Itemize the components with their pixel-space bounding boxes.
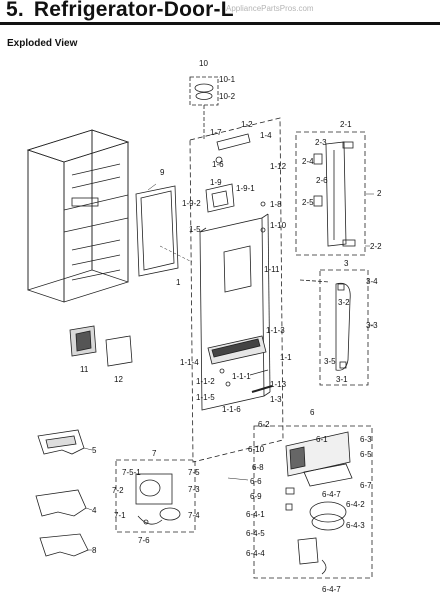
part-label: 7-3 [188, 485, 200, 494]
part-label: 1-1 [280, 353, 292, 362]
part-label: 1-6 [212, 160, 224, 169]
part-label: 6-9 [250, 492, 262, 501]
part-label: 2-4 [302, 157, 314, 166]
part-label: 1-2 [241, 120, 253, 129]
part-label: 1-12 [270, 162, 287, 171]
part-label: 7-5 [188, 468, 200, 477]
part-label: 6-1 [316, 435, 328, 444]
part-label: 10-2 [219, 92, 236, 101]
part-label: 6-6 [250, 477, 262, 486]
part-label: 9 [160, 168, 165, 177]
bottom-cover-drawing [207, 335, 273, 393]
door-top-parts-drawing [205, 133, 266, 233]
part-label: 1 [176, 278, 181, 287]
subtitle: Exploded View [7, 38, 78, 49]
handle-panel-outline [295, 131, 366, 256]
part-label: 1-4 [260, 131, 272, 140]
watermark: ApplianceP​artsPros.com [226, 4, 314, 13]
refrigerator-cabinet-drawing [26, 129, 130, 303]
part-label: 1-1-6 [222, 405, 241, 414]
part-label: 7-5-1 [122, 468, 141, 477]
part-label: 6-4-7 [322, 490, 341, 499]
ice-maker-drawing [135, 473, 181, 525]
top-hinge-drawing [189, 76, 219, 140]
part-label: 2-5 [302, 198, 314, 207]
part-label: 1-1-3 [266, 326, 285, 335]
part-label: 2-2 [370, 242, 382, 251]
part-label: 12 [114, 375, 123, 384]
door-gasket-drawing [135, 185, 179, 277]
title-rule [0, 22, 440, 25]
part-label: 7 [152, 449, 157, 458]
part-label: 1-9 [210, 178, 222, 187]
part-label: 6-4-1 [246, 510, 265, 519]
part-label: 3 [344, 259, 349, 268]
part-label: 1-3 [270, 395, 282, 404]
page-title: 5. Refrigerator-Door-L [6, 0, 234, 22]
part-label: 6-3 [360, 435, 372, 444]
part-label: 6-4-7 [322, 585, 341, 594]
part-label: 6-4-5 [246, 529, 265, 538]
part-label: 1-10 [270, 221, 287, 230]
handle-drawing [299, 279, 351, 371]
handle-outline [319, 269, 369, 386]
part-label: 2-3 [315, 138, 327, 147]
part-label: 6-10 [248, 445, 265, 454]
part-label: 3-3 [366, 321, 378, 330]
part-label: 10-1 [219, 75, 236, 84]
section-number: 5. [6, 0, 24, 21]
part-label: 1-1-5 [196, 393, 215, 402]
part-label: 1-8 [270, 200, 282, 209]
parts-11-12-drawing [69, 325, 133, 367]
part-label: 11 [80, 365, 89, 374]
part-label: 1-9-2 [182, 199, 201, 208]
part-label: 5 [92, 446, 97, 455]
duct-parts-drawing [35, 429, 89, 557]
leader-lines [83, 183, 374, 551]
part-label: 10 [199, 59, 208, 68]
part-label: 1-1-1 [232, 372, 251, 381]
part-label: 8 [92, 546, 97, 555]
part-label: 6-7 [360, 481, 372, 490]
part-label: 6-4-3 [346, 521, 365, 530]
part-label: 1-13 [270, 380, 287, 389]
part-label: 7-1 [114, 511, 126, 520]
part-label: 1-5 [189, 225, 201, 234]
part-label: 6-4-4 [246, 549, 265, 558]
part-label: 3-2 [338, 298, 350, 307]
part-label: 3-1 [336, 375, 348, 384]
part-label: 1-7 [210, 128, 222, 137]
ice-maker-outline [115, 459, 196, 533]
part-label: 2 [377, 189, 382, 198]
part-label: 6-5 [360, 450, 372, 459]
handle-panel-drawing [313, 141, 356, 247]
part-label: 6-4-2 [346, 500, 365, 509]
part-label: 2-6 [316, 176, 328, 185]
section-title: Refrigerator-Door-L [33, 0, 234, 21]
part-label: 3-4 [366, 277, 378, 286]
part-label: 7-6 [138, 536, 150, 545]
part-label: 1-1-2 [196, 377, 215, 386]
part-label: 7-2 [112, 486, 124, 495]
part-label: 6-8 [252, 463, 264, 472]
dispenser-drawing [285, 431, 353, 575]
part-label: 1-11 [264, 265, 280, 274]
door-panel-drawing [199, 213, 271, 411]
part-label: 3-5 [324, 357, 336, 366]
part-label: 1-1-4 [180, 358, 199, 367]
part-label: 6 [310, 408, 315, 417]
part-label: 4 [92, 506, 97, 515]
part-label: 2-1 [340, 120, 352, 129]
part-label: 7-4 [188, 511, 200, 520]
part-label: 6-2 [258, 420, 270, 429]
part-label: 1-9-1 [236, 184, 255, 193]
